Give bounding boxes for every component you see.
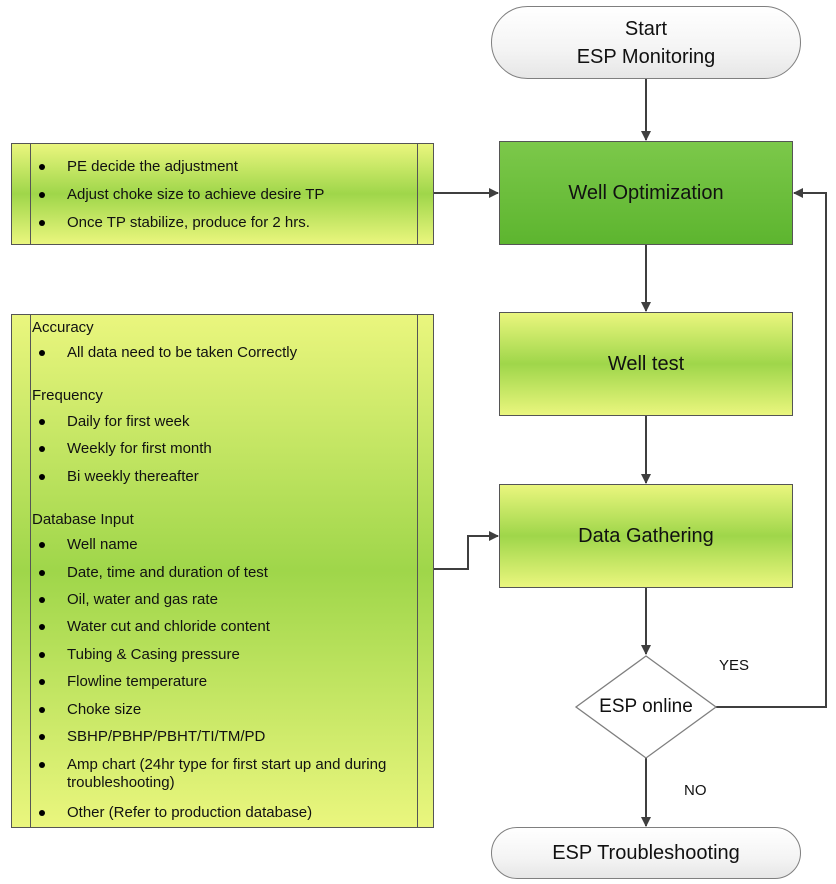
start-sublabel: ESP Monitoring xyxy=(576,45,716,68)
note-item: Daily for first week xyxy=(67,413,190,430)
well-test-label: Well test xyxy=(607,352,685,375)
note-item: Water cut and chloride content xyxy=(67,618,270,635)
well-test-box: Well test xyxy=(499,312,793,416)
bullet-icon xyxy=(39,570,45,576)
well-optimization-label: Well Optimization xyxy=(568,181,724,204)
right-bracket-line xyxy=(417,144,418,244)
bullet-icon xyxy=(39,220,45,226)
bullet-icon xyxy=(39,762,45,768)
arrow-yes-loop-to-optimization xyxy=(716,188,827,708)
data-gathering-box: Data Gathering xyxy=(499,484,793,588)
bullet-icon xyxy=(39,419,45,425)
note-section-heading: Accuracy xyxy=(32,319,94,336)
note-item: Choke size xyxy=(67,701,142,718)
note-item: Tubing & Casing pressure xyxy=(67,646,240,663)
start-terminal: Start ESP Monitoring xyxy=(491,6,801,79)
note-item: Adjust choke size to achieve desire TP xyxy=(67,186,325,203)
note-item: Date, time and duration of test xyxy=(67,564,268,581)
left-bracket-line xyxy=(30,315,31,827)
bullet-icon xyxy=(39,164,45,170)
bullet-icon xyxy=(39,350,45,356)
note-section-heading: Frequency xyxy=(32,387,103,404)
bullet-icon xyxy=(39,446,45,452)
no-label: NO xyxy=(684,782,707,799)
note-item: Well name xyxy=(67,536,138,553)
note-item: Flowline temperature xyxy=(67,673,208,690)
note-section-heading: Database Input xyxy=(32,511,134,528)
esp-online-decision: ESP online xyxy=(576,686,716,728)
bullet-icon xyxy=(39,652,45,658)
note-item: All data need to be taken Correctly xyxy=(67,344,298,361)
right-bracket-line xyxy=(417,315,418,827)
start-label: Start xyxy=(624,17,668,40)
bullet-icon xyxy=(39,597,45,603)
bullet-icon xyxy=(39,734,45,740)
note-item: PE decide the adjustment xyxy=(67,158,238,175)
note-item: Once TP stabilize, produce for 2 hrs. xyxy=(67,214,310,231)
bullet-icon xyxy=(39,474,45,480)
bullet-icon xyxy=(39,624,45,630)
well-optimization-box: Well Optimization xyxy=(499,141,793,245)
esp-online-decision-shape xyxy=(574,655,718,759)
arrow-note-to-datagathering xyxy=(434,531,499,570)
bullet-icon xyxy=(39,192,45,198)
note-item: Bi weekly thereafter xyxy=(67,468,199,485)
note-item: SBHP/PBHP/PBHT/TI/TM/PD xyxy=(67,728,266,745)
note-item: Weekly for first month xyxy=(67,440,212,457)
esp-online-label: ESP online xyxy=(599,696,693,717)
yes-label: YES xyxy=(719,657,750,674)
bullet-icon xyxy=(39,679,45,685)
esp-troubleshooting-terminal: ESP Troubleshooting xyxy=(491,827,801,879)
bullet-icon xyxy=(39,707,45,713)
bullet-icon xyxy=(39,810,45,816)
note-item: Amp chart (24hr type for first start up … xyxy=(67,756,387,791)
note-item: Other (Refer to production database) xyxy=(67,804,313,821)
note-item: Oil, water and gas rate xyxy=(67,591,218,608)
left-bracket-line xyxy=(30,144,31,244)
esp-troubleshooting-label: ESP Troubleshooting xyxy=(552,842,740,864)
data-gathering-label: Data Gathering xyxy=(578,524,714,547)
bullet-icon xyxy=(39,542,45,548)
